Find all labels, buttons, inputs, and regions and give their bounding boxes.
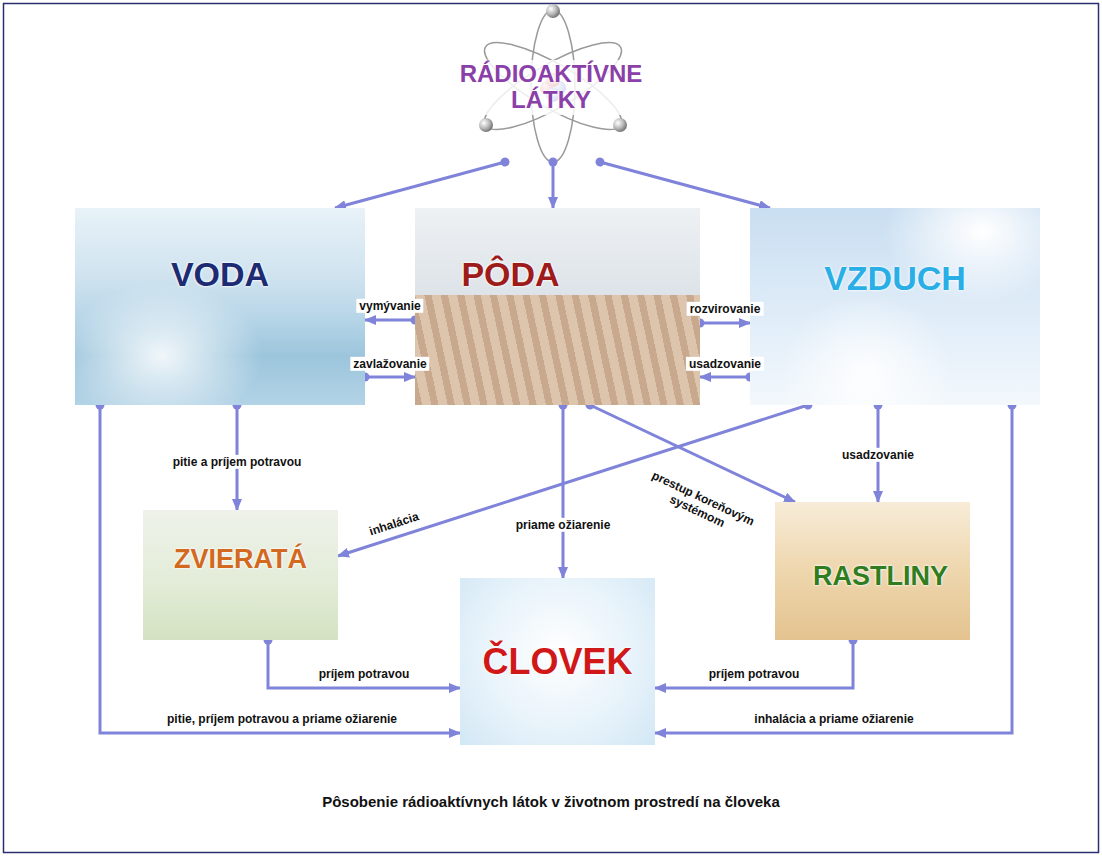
figure-frame <box>4 4 1099 853</box>
edge-label-anchor: usadzovanie <box>686 357 764 371</box>
edge-label: inhalácia a priame ožiarenie <box>751 712 916 726</box>
water-box: VODA <box>75 208 365 405</box>
edge-label: pitie, príjem potravou a priame ožiareni… <box>164 712 400 726</box>
atom-electron <box>613 118 627 132</box>
edge-label-anchor: príjem potravou <box>706 667 803 681</box>
node-title: PÔDA <box>461 256 559 293</box>
edge-label: rozvirovanie <box>687 302 764 316</box>
edge-label-anchor: pitie a príjem potravou <box>170 455 305 469</box>
air-box: VZDUCH <box>750 208 1040 405</box>
flow-arrow <box>600 162 770 208</box>
flow-arrow <box>100 405 460 733</box>
edge-label-anchor: inhalácia <box>364 508 423 539</box>
flow-arrow <box>338 405 808 556</box>
edge-label: príjem potravou <box>706 667 803 681</box>
edge-label-anchor: pitie, príjem potravou a priame ožiareni… <box>164 712 400 726</box>
human-box: ČLOVEK <box>460 578 655 745</box>
flow-arrow <box>365 376 415 379</box>
edge-label-anchor: usadzovanie <box>839 448 917 462</box>
edge-label: inhalácia <box>364 508 423 539</box>
edge-label-anchor: zavlažovanie <box>350 357 429 371</box>
flow-arrow <box>335 162 505 208</box>
caption-anchor: Pôsobenie rádioaktívnych látok v životno… <box>0 793 1102 811</box>
edge-label: usadzovanie <box>686 357 764 371</box>
node-title: ZVIERATÁ <box>174 545 307 575</box>
edge-label-anchor: príjem potravou <box>316 667 413 681</box>
flow-arrow <box>562 405 565 578</box>
node-title: ČLOVEK <box>482 642 632 682</box>
node-title: VZDUCH <box>824 260 966 297</box>
edge-label-anchor: priame ožiarenie <box>513 518 614 532</box>
edge-label-anchor: vymývanie <box>356 299 423 313</box>
edge-label: zavlažovanie <box>350 357 429 371</box>
atom-electron <box>479 118 493 132</box>
node-title: RÁDIOAKTÍVNE LÁTKY <box>448 60 654 115</box>
edge-label: pitie a príjem potravou <box>170 455 305 469</box>
edge-label-anchor: rozvirovanie <box>687 302 764 316</box>
edge-label: príjem potravou <box>316 667 413 681</box>
plants-box: RASTLINY <box>775 502 970 640</box>
edge-label: vymývanie <box>356 299 423 313</box>
edge-label: usadzovanie <box>839 448 917 462</box>
flow-arrow <box>268 640 460 688</box>
node-title: VODA <box>171 256 269 293</box>
flow-arrow <box>700 322 750 325</box>
node-title: RASTLINY <box>813 562 948 592</box>
edge-label-anchor: inhalácia a priame ožiarenie <box>751 712 916 726</box>
flow-arrow <box>552 162 555 208</box>
soil-box: PÔDA <box>415 208 700 405</box>
figure-caption: Pôsobenie rádioaktívnych látok v životno… <box>322 793 780 810</box>
atom-electron <box>546 4 560 18</box>
flow-arrow <box>655 405 1012 733</box>
flow-arrow <box>700 376 750 379</box>
source-node: RÁDIOAKTÍVNE LÁTKY <box>440 12 662 162</box>
flow-arrow <box>655 640 853 688</box>
edge-label: priame ožiarenie <box>513 518 614 532</box>
animals-box: ZVIERATÁ <box>143 510 338 640</box>
flow-arrow <box>365 319 415 322</box>
